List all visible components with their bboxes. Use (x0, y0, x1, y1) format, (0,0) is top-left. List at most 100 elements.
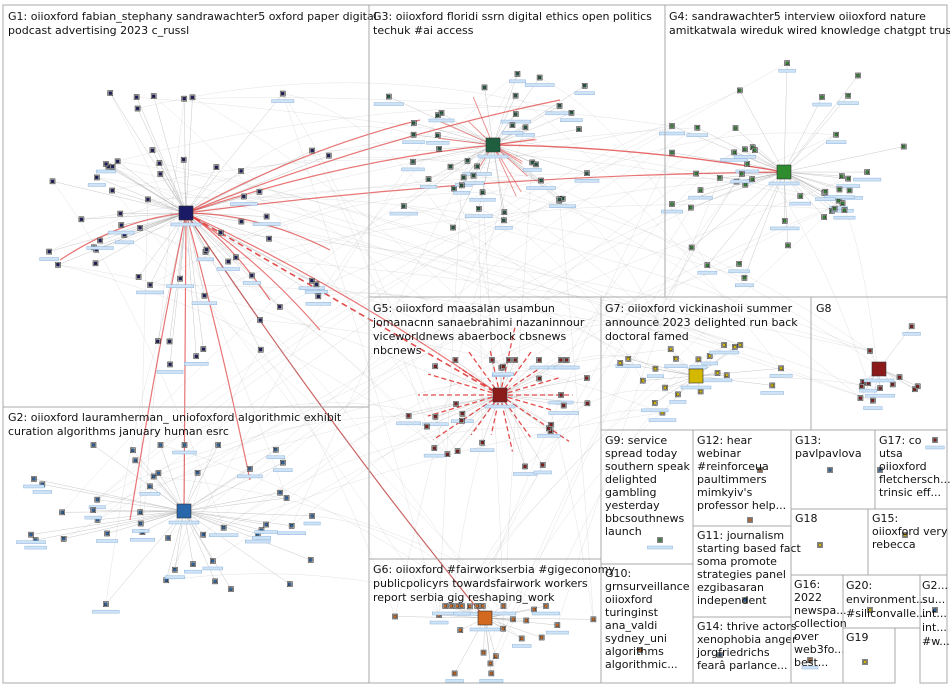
node (519, 636, 524, 641)
edge-spoke (117, 161, 187, 214)
edge-spoke (628, 358, 697, 377)
edge-spoke (695, 368, 782, 377)
edge-spoke (183, 510, 267, 525)
node (480, 604, 485, 608)
edge-spoke (691, 171, 785, 248)
node-label-tag (196, 257, 215, 262)
node (202, 293, 207, 298)
node (537, 75, 542, 80)
node (770, 383, 775, 388)
node (559, 393, 563, 397)
node-label-tag (304, 290, 328, 294)
node (537, 358, 541, 362)
group-label-line: #reinforceua (697, 460, 769, 473)
edge-spoke (153, 96, 187, 214)
group-label-line: collection (794, 617, 847, 630)
edge-cross-group (457, 173, 743, 607)
node (146, 197, 150, 202)
edge-spoke (96, 177, 187, 214)
node (670, 150, 674, 155)
node-label-tag (770, 226, 800, 231)
edge-cross-group (52, 181, 224, 528)
node-label-tag (769, 374, 793, 378)
node (168, 362, 172, 367)
node-label-tag (509, 79, 526, 84)
edge-cross-group (63, 178, 849, 539)
group-label-line: strategies panel (697, 568, 786, 581)
node-label-tag (720, 158, 749, 162)
edge-red-dashed (499, 394, 553, 411)
node (859, 384, 864, 389)
node (435, 133, 440, 138)
node (219, 230, 223, 235)
node (213, 579, 217, 584)
node (748, 518, 752, 522)
node-label-tag (245, 539, 271, 544)
node (555, 623, 560, 627)
node-label-tag (184, 569, 202, 574)
node (695, 125, 700, 130)
node-label-tag (524, 83, 555, 87)
edge-spoke (30, 510, 185, 535)
edge-spoke (642, 375, 697, 381)
node (310, 278, 314, 283)
node (582, 83, 587, 88)
edge-spoke (97, 510, 185, 521)
group-label-line: rebecca (872, 538, 916, 551)
group-label-line: independent (697, 594, 767, 607)
node (104, 162, 108, 166)
edge-spoke (185, 167, 217, 214)
node (110, 188, 115, 193)
edge-spoke (492, 85, 585, 146)
edge-cross-group (97, 125, 673, 500)
node (454, 402, 458, 406)
node (890, 382, 895, 387)
node (411, 160, 415, 164)
node (47, 249, 51, 254)
node-label-tag (574, 178, 600, 183)
edge-cross-group (160, 402, 436, 446)
node (437, 147, 441, 151)
edge-cross-group (545, 359, 699, 607)
edge-spoke (124, 212, 187, 236)
node (211, 559, 215, 563)
edge-cross-group (240, 170, 504, 367)
edge-spoke (63, 510, 185, 540)
node (148, 283, 152, 287)
node (148, 484, 152, 489)
edge-cross-group (153, 349, 671, 477)
node (847, 188, 852, 193)
node (449, 604, 454, 608)
node-label-tag (252, 222, 281, 226)
node-label-tag (826, 140, 847, 144)
edge-cross-group (312, 515, 514, 620)
node (493, 654, 498, 659)
edge-spoke (33, 478, 185, 512)
node (226, 259, 231, 264)
edge-spoke (441, 112, 494, 146)
node (779, 366, 783, 371)
node-label-tag (237, 474, 263, 479)
node (445, 452, 450, 456)
edge-cross-group (150, 284, 735, 348)
edge-cross-group (96, 177, 656, 369)
edge-cross-group (57, 264, 551, 432)
node (310, 514, 314, 518)
node (480, 190, 485, 195)
edge-spoke (783, 146, 904, 173)
node (626, 356, 631, 361)
edge-red-dashed (427, 394, 501, 417)
edge-cross-group (160, 444, 522, 639)
node-label-tag (689, 365, 708, 369)
node (842, 208, 847, 212)
node-label-tag (453, 191, 471, 195)
group-label-line: announce 2023 delighted run back (605, 316, 798, 329)
edge-spoke (783, 171, 825, 218)
group-panel-g18: G18 (790, 508, 869, 576)
node-label-tag (470, 448, 495, 452)
edge-red-dashed (499, 394, 514, 452)
node (248, 467, 252, 471)
node (151, 94, 156, 98)
group-label-line: nbcnews (373, 344, 422, 357)
node (191, 562, 195, 566)
